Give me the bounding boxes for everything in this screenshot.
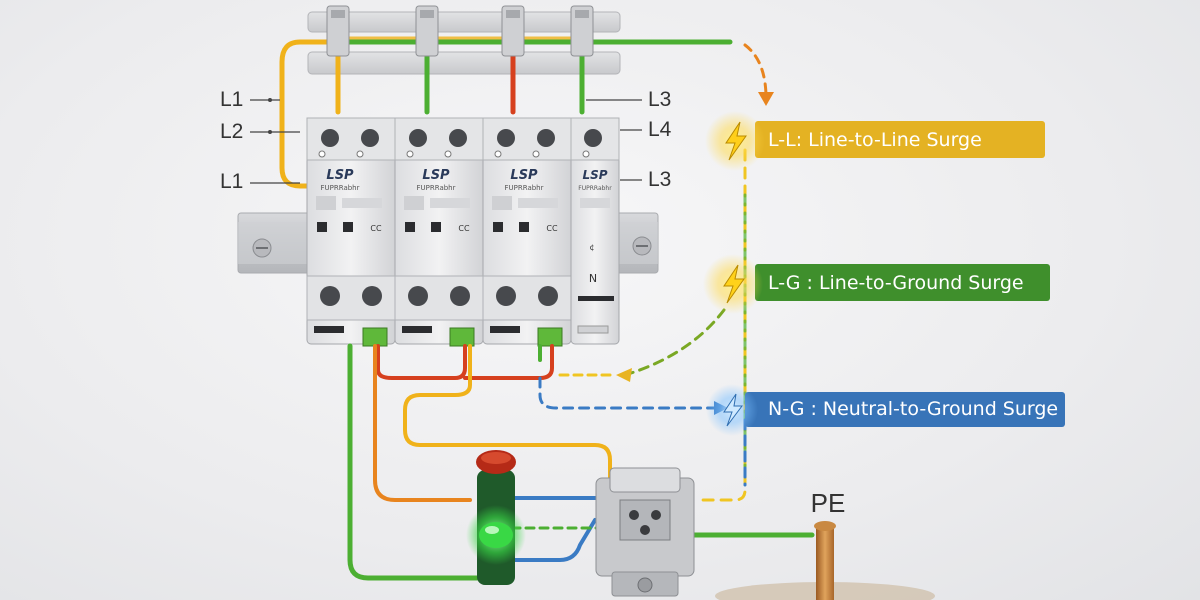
clamp-icon xyxy=(570,5,594,57)
terminal-screw-icon xyxy=(321,129,339,147)
module-brand: LSP xyxy=(510,168,538,183)
phase-labels-right: L3 L4 L3 xyxy=(586,88,672,191)
terminal-screw-icon xyxy=(449,129,467,147)
indicator-led-green xyxy=(479,522,513,548)
busbar-clamps xyxy=(326,5,594,57)
terminal-screw-icon xyxy=(584,129,602,147)
banner-description: Neutral-to-Ground Surge xyxy=(823,398,1058,420)
terminal-screw-icon xyxy=(361,129,379,147)
screw-icon xyxy=(640,525,650,535)
spd-module: LSP FUPRRabhr CC xyxy=(394,117,484,345)
ground-terminal-block xyxy=(595,467,695,597)
phase-label: L1 xyxy=(220,88,243,111)
banner-text: L-L: Line-to-Line Surge xyxy=(768,129,982,151)
clamp-icon xyxy=(326,5,350,57)
terminal-screw-icon xyxy=(497,129,515,147)
banner-neutral-to-ground: N-G: Neutral-to-Ground Surge xyxy=(706,384,1065,436)
banner-line-to-line: L-L: Line-to-Line Surge xyxy=(705,111,1045,171)
banner-bg xyxy=(755,121,1045,158)
pe-label: PE xyxy=(811,488,846,518)
neutral-label: N xyxy=(589,272,597,285)
pe-ground-rod: PE xyxy=(715,488,935,600)
banner-text: N-G: Neutral-to-Ground Surge xyxy=(768,398,1058,420)
banner-separator: : xyxy=(796,129,802,151)
phase-label: L4 xyxy=(648,118,672,141)
terminal-mark: CC xyxy=(370,224,382,233)
spd-module: LSP FUPRRabhr CC xyxy=(306,117,396,345)
banner-code: N-G xyxy=(768,398,805,420)
terminal-screw-icon xyxy=(496,286,516,306)
lightning-bolt-icon xyxy=(725,121,747,161)
terminal-mark: CC xyxy=(458,224,470,233)
spd-module-neutral: LSP FUPRRabhr ¢ N xyxy=(570,117,620,345)
banner-text: L-G: Line-to-Ground Surge xyxy=(768,272,1024,294)
terminal-screw-icon xyxy=(320,286,340,306)
module-brand: LSP xyxy=(582,168,607,182)
banner-separator: : xyxy=(807,272,813,294)
phase-label: L3 xyxy=(648,88,671,111)
module-model: FUPRRabhr xyxy=(321,184,360,192)
module-model: FUPRRabhr xyxy=(578,185,612,192)
screw-icon xyxy=(637,577,653,593)
module-model: FUPRRabhr xyxy=(505,184,544,192)
bottom-wires xyxy=(347,343,815,581)
terminal-screw-icon xyxy=(450,286,470,306)
lightning-bolt-icon xyxy=(723,393,743,427)
banner-description: Line-to-Ground Surge xyxy=(819,272,1024,294)
phase-label: L2 xyxy=(220,120,243,143)
terminal-screw-icon xyxy=(409,129,427,147)
module-model: FUPRRabhr xyxy=(417,184,456,192)
module-brand: LSP xyxy=(422,168,450,183)
module-brand: LSP xyxy=(326,168,354,183)
green-terminal-blocks xyxy=(362,327,563,347)
banner-description: Line-to-Line Surge xyxy=(808,129,982,151)
terminal-mark: ¢ xyxy=(589,243,594,252)
spd-module-group: LSP FUPRRabhr CC LSP FUPRRabhr CC xyxy=(306,117,620,347)
banner-bg xyxy=(755,264,1050,301)
clamp-icon xyxy=(415,5,439,57)
surge-paths xyxy=(538,43,774,502)
phase-label: L3 xyxy=(648,168,671,191)
banner-code: L-G xyxy=(768,272,801,294)
screw-icon xyxy=(651,510,661,520)
lightning-bolt-icon xyxy=(723,264,745,304)
banner-separator: : xyxy=(811,398,817,420)
indicator-lamp xyxy=(466,450,526,585)
terminal-mark: CC xyxy=(546,224,558,233)
spd-module: LSP FUPRRabhr CC xyxy=(482,117,572,345)
banner-code: L-L xyxy=(768,129,796,151)
terminal-screw-icon xyxy=(408,286,428,306)
clamp-icon xyxy=(501,5,525,57)
phase-labels-left: L1 L2 L1 xyxy=(220,88,300,193)
banner-line-to-ground: L-G: Line-to-Ground Surge xyxy=(703,254,1050,314)
terminal-screw-icon xyxy=(537,129,555,147)
screw-icon xyxy=(629,510,639,520)
banner-bg xyxy=(745,392,1065,427)
phase-label: L1 xyxy=(220,170,243,193)
terminal-screw-icon xyxy=(538,286,558,306)
terminal-screw-icon xyxy=(362,286,382,306)
top-busbar xyxy=(307,11,621,75)
